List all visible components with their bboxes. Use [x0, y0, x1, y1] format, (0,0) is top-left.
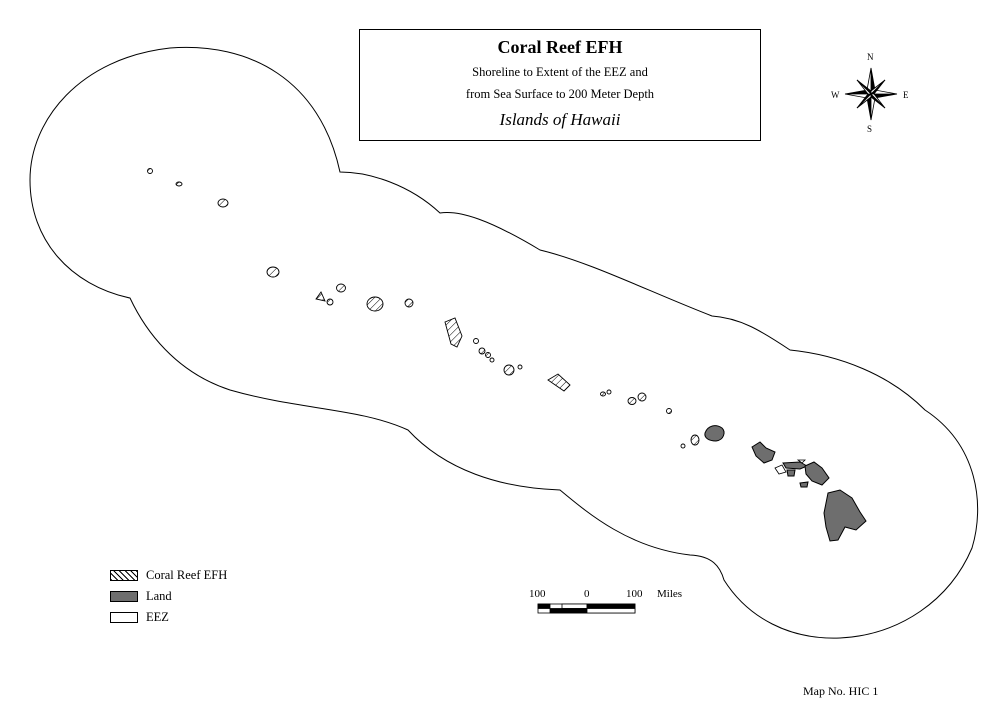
scale-bar: [537, 603, 636, 614]
scale-label-center: 0: [584, 588, 590, 600]
reef-small-12: [680, 443, 686, 449]
eez-boundary: [29, 46, 979, 639]
map-number: Map No. HIC 1: [803, 684, 879, 698]
island-hawaii: [823, 489, 867, 542]
scale-units: Miles: [657, 588, 683, 600]
reef-small-9: [627, 397, 637, 405]
reef-small-8: [606, 389, 612, 395]
legend-swatch-hatch: [110, 570, 138, 581]
reef-small-4: [489, 357, 495, 363]
map-subtitle-line1: Shoreline to Extent of the EEZ and: [472, 65, 648, 79]
reef-pearl-hermes: [217, 198, 229, 208]
compass-north-label: N: [867, 52, 874, 62]
reef-small-11: [666, 408, 672, 414]
legend-swatch-land: [110, 591, 138, 602]
main-island-reefs: [774, 459, 806, 475]
reef-small-7: [600, 391, 606, 397]
compass-east-label: E: [903, 90, 909, 100]
reef-lisianski: [266, 266, 280, 278]
scale-label-left: 100: [529, 588, 546, 600]
reef-midway: [175, 181, 183, 187]
compass-rose-icon: [844, 67, 898, 121]
reef-maro: [326, 298, 334, 306]
main-islands: [704, 425, 867, 542]
map-subtitle-line2: from Sea Surface to 200 Meter Depth: [465, 87, 655, 101]
legend-label: Land: [146, 589, 172, 603]
reef-gardner: [336, 283, 346, 293]
reef-small-6: [517, 364, 523, 370]
nwhi-reefs: [147, 168, 700, 449]
map-region-label: Islands of Hawaii: [499, 110, 621, 129]
scale-label-right: 100: [626, 588, 643, 600]
island-molokai: [782, 461, 809, 470]
legend-swatch-eez: [110, 612, 138, 623]
reef-small-2: [478, 347, 486, 355]
reef-small-13: [690, 434, 700, 446]
reef-laysan: [315, 291, 326, 302]
reef-necker: [404, 298, 414, 308]
compass-south-label: S: [867, 124, 873, 134]
island-oahu: [751, 441, 776, 464]
reef-small-3: [485, 352, 491, 358]
legend-label: Coral Reef EFH: [146, 568, 228, 582]
reef-french-frigate: [366, 296, 384, 312]
compass-west-label: W: [831, 90, 840, 100]
island-maui: [804, 461, 830, 486]
reef-nihoa: [444, 317, 463, 348]
island-lanai: [786, 469, 796, 477]
island-kahoolawe: [799, 481, 809, 488]
reef-small-5: [503, 364, 515, 376]
reef-kure: [147, 168, 153, 174]
map-title: Coral Reef EFH: [497, 37, 623, 57]
reef-bank-1: [547, 373, 571, 392]
reef-small-10: [637, 392, 647, 402]
legend-label: EEZ: [146, 610, 169, 624]
island-kauai: [704, 425, 725, 442]
title-box: Coral Reef EFH Shoreline to Extent of th…: [359, 29, 761, 141]
reef-small-1: [473, 338, 479, 344]
